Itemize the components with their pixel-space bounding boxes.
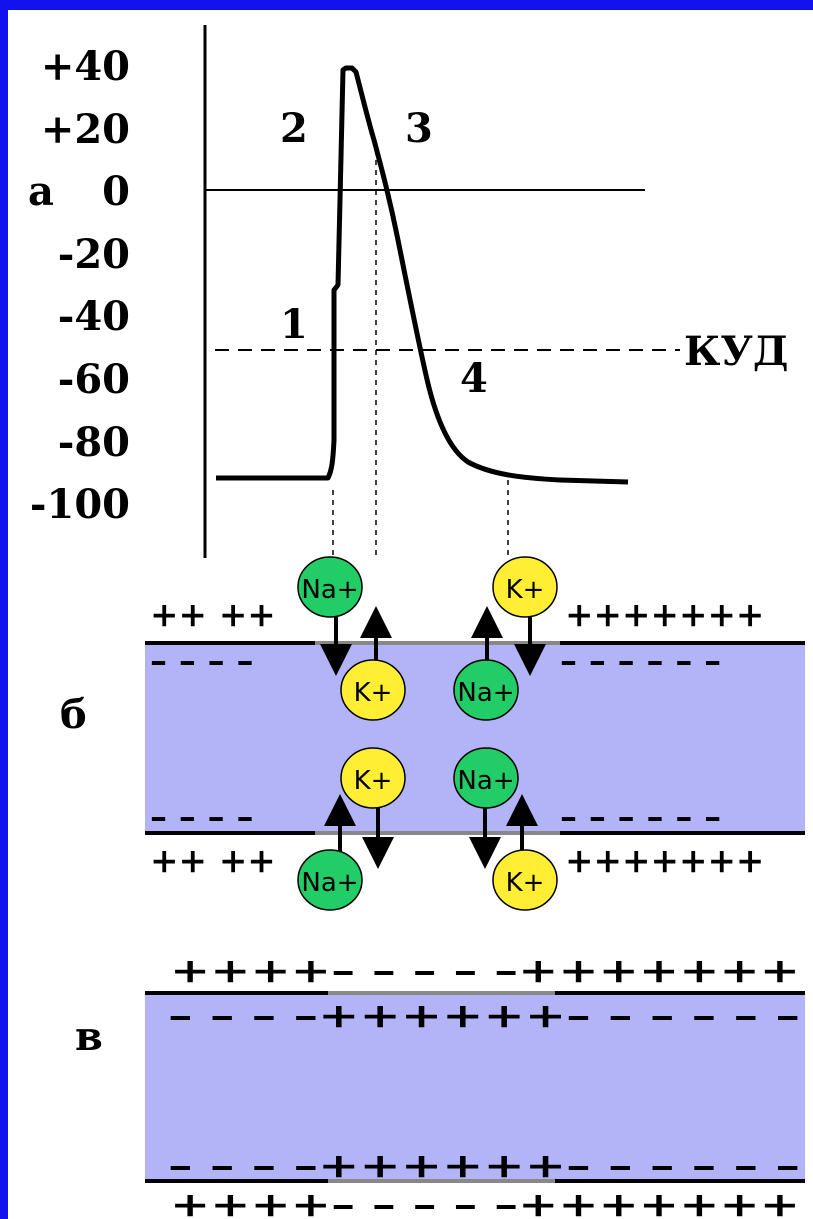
ion-na-label: Na+ [301, 575, 358, 605]
membrane-v-charges: ++++– – – – –+++++++ – – – –++++++– – – … [168, 951, 800, 1219]
charge-b-top-inner-left: – – – – [150, 641, 254, 681]
y-axis-tick-labels: +40 +20 0 -20 -40 -60 -80 -100 [30, 43, 130, 528]
ion-k-inside-bottom: K+ [340, 747, 406, 809]
charge-b-bottom-outer-right: +++++++ [565, 841, 764, 881]
ion-na-outside-bottom: Na+ [297, 849, 363, 911]
ion-na-inside-top: Na+ [453, 659, 519, 721]
charge-b-top-outer-left: ++ ++ [150, 595, 276, 635]
panel-v-membrane: в ++++– – – – –+++++++ – – – –++++++– – … [75, 951, 805, 1219]
ion-k-outside-top: K+ [492, 556, 558, 618]
ion-na-label: Na+ [301, 868, 358, 898]
ion-na-label: Na+ [457, 766, 514, 796]
charge-v-top-inner: – – – –++++++– – – – – – [168, 996, 800, 1036]
tick-label-plus40: +40 [41, 43, 130, 90]
ion-k-inside-top: K+ [340, 659, 406, 721]
ion-na-circle [297, 556, 363, 618]
charge-b-top-inner-right: – – – – – – [560, 641, 721, 681]
ion-na-circle [297, 849, 363, 911]
threshold-label: КУД [684, 328, 788, 375]
ion-na-inside-bottom: Na+ [453, 747, 519, 809]
ion-flow-arrows [320, 606, 546, 869]
membrane-v [145, 993, 805, 1181]
membrane-b-charges: ++ ++ +++++++ – – – – – – – – – – – – – … [150, 595, 764, 881]
charge-b-bottom-inner-right: – – – – – – [560, 797, 721, 837]
panel-b-membrane: б ++ ++ +++++++ – – – – – – – – – – – – … [60, 556, 805, 911]
ion-k-circle [340, 747, 406, 809]
phase-label-1: 1 [280, 301, 308, 348]
charge-b-top-outer-right: +++++++ [565, 595, 764, 635]
ion-na-circle [453, 747, 519, 809]
charge-v-top-outer: ++++– – – – –+++++++ [170, 951, 800, 991]
tick-label-minus20: -20 [58, 231, 130, 278]
ion-na-circle [453, 659, 519, 721]
tick-label-minus40: -40 [58, 293, 130, 340]
charge-b-bottom-outer-left: ++ ++ [150, 841, 276, 881]
ion-k-label: K+ [506, 575, 545, 605]
phase-label-3: 3 [405, 105, 433, 152]
tick-label-plus20: +20 [41, 106, 130, 153]
ion-k-outside-bottom: K+ [492, 849, 558, 911]
ion-na-outside-top: Na+ [297, 556, 363, 618]
panel-label-v: в [75, 1013, 103, 1060]
ion-na-label: Na+ [457, 678, 514, 708]
charge-v-bottom-outer: ++++– – – – –+++++++ [170, 1185, 800, 1219]
charge-v-bottom-inner: – – – –++++++– – – – – – [168, 1146, 800, 1186]
ion-k-circle [340, 659, 406, 721]
tick-label-zero: 0 [102, 168, 130, 215]
ion-k-label: K+ [354, 678, 393, 708]
projection-lines [332, 150, 509, 560]
action-potential-curve [216, 65, 629, 485]
phase-label-4: 4 [460, 355, 488, 402]
charge-b-bottom-inner-left: – – – – [150, 797, 254, 837]
ion-k-circle [492, 556, 558, 618]
tick-label-minus100: -100 [30, 481, 130, 528]
tick-label-minus80: -80 [58, 419, 130, 466]
ion-k-label: K+ [354, 766, 393, 796]
phase-label-2: 2 [280, 105, 308, 152]
panel-a-graph: а +40 +20 0 -20 -40 -60 -80 -100 КУД 1 2… [28, 25, 788, 560]
ion-k-label: K+ [506, 868, 545, 898]
tick-label-minus60: -60 [58, 356, 130, 403]
panel-label-b: б [60, 691, 87, 738]
panel-label-a: а [28, 168, 54, 215]
ion-k-circle [492, 849, 558, 911]
